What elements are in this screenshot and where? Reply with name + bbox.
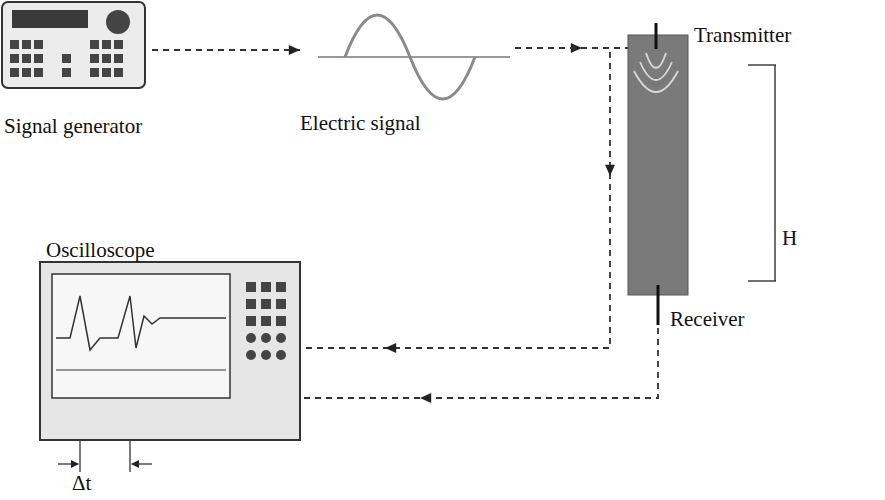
arrowhead — [420, 393, 431, 403]
scope-button — [261, 299, 271, 309]
scope-button — [261, 316, 271, 326]
oscilloscope: Oscilloscope — [40, 238, 302, 443]
scope-button — [276, 299, 286, 309]
scope-knob — [246, 350, 256, 360]
dashed-wire — [302, 295, 658, 398]
generator-button — [22, 54, 31, 63]
generator-button — [114, 54, 123, 63]
oscilloscope-screen — [52, 274, 230, 398]
transducer-label: Transmitter — [694, 23, 791, 47]
generator-button — [34, 68, 43, 77]
generator-button — [22, 68, 31, 77]
generator-button — [114, 40, 123, 49]
generator-button — [90, 40, 99, 49]
signal-generator: Signal generator — [0, 0, 152, 145]
delta-t-arrowheads — [71, 460, 139, 468]
oscilloscope-body — [40, 262, 300, 440]
wave-front — [640, 62, 672, 80]
generator-button — [102, 68, 111, 77]
generator-button — [22, 40, 31, 49]
specimen-drawing — [628, 35, 688, 295]
electric-signal: Electric signal — [300, 5, 515, 140]
wave-front — [646, 53, 666, 68]
generator-button — [114, 68, 123, 77]
device-label: Oscilloscope — [46, 238, 154, 262]
wave-front — [634, 71, 678, 92]
arrowhead — [289, 45, 300, 55]
generator-button — [90, 68, 99, 77]
generator-button — [10, 68, 19, 77]
scope-button — [246, 316, 256, 326]
scope-knob — [246, 333, 256, 343]
generator-display — [12, 10, 88, 28]
generator-button — [34, 40, 43, 49]
generator-knob — [106, 10, 130, 34]
scope-button — [276, 316, 286, 326]
generator-button — [62, 68, 71, 77]
generator-button — [34, 54, 43, 63]
scope-knob — [261, 350, 271, 360]
scope-button — [276, 282, 286, 292]
scope-knob — [276, 350, 286, 360]
generator-button — [10, 54, 19, 63]
generator-button — [102, 40, 111, 49]
time-label: Δt — [72, 471, 91, 495]
trace — [56, 296, 226, 350]
scope-knob — [261, 333, 271, 343]
arrowhead — [385, 343, 396, 353]
trace-baseline — [56, 369, 226, 370]
generator-button — [90, 54, 99, 63]
specimen: TransmitterReceiver — [628, 35, 688, 295]
specimen-body — [628, 35, 688, 295]
generator-button — [62, 54, 71, 63]
oscilloscope-drawing — [40, 238, 302, 443]
dimension-label: H — [782, 226, 797, 250]
device-label: Signal generator — [4, 114, 142, 138]
scope-button — [246, 299, 256, 309]
transmitter-probe — [655, 23, 658, 49]
transducer-label: Receiver — [670, 307, 745, 331]
sine-wave — [345, 15, 475, 99]
generator-button — [102, 54, 111, 63]
scope-knob — [276, 333, 286, 343]
scope-button — [246, 282, 256, 292]
signal-label: Electric signal — [300, 111, 421, 135]
receiver-probe — [657, 285, 660, 325]
generator-body — [2, 2, 145, 88]
arrowhead — [605, 165, 615, 176]
dashed-wire — [152, 49, 300, 51]
height-bracket — [748, 65, 776, 281]
signal-cable — [302, 295, 658, 403]
generator-button — [10, 40, 19, 49]
scope-button — [261, 282, 271, 292]
signal-cable — [152, 45, 300, 55]
signal-cable — [302, 48, 615, 353]
